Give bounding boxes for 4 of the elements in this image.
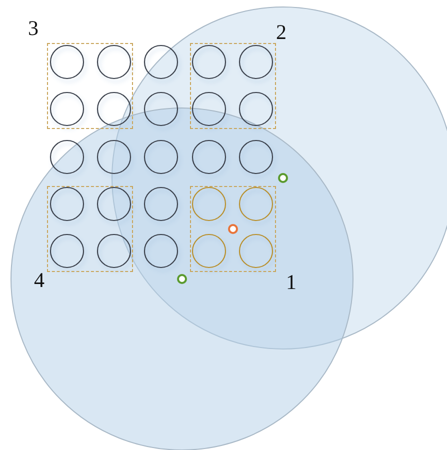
region-number: 3	[28, 18, 38, 39]
region-number: 4	[34, 270, 44, 291]
region-number: 2	[276, 22, 286, 43]
region-number: 1	[286, 272, 296, 293]
